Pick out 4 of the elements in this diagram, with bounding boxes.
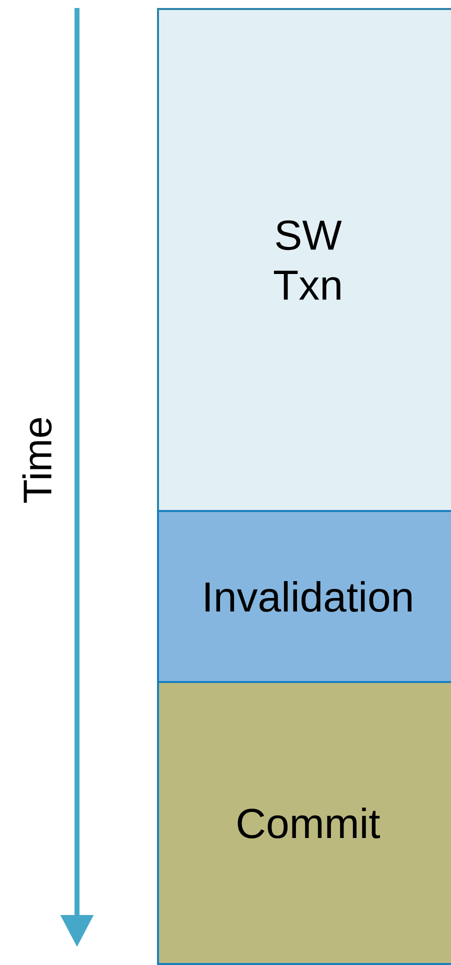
- phase-box: Invalidation: [157, 510, 451, 683]
- axis-label: Time: [22, 418, 52, 503]
- phase-box: SW Txn: [157, 8, 451, 512]
- phase-box: Commit: [157, 681, 451, 965]
